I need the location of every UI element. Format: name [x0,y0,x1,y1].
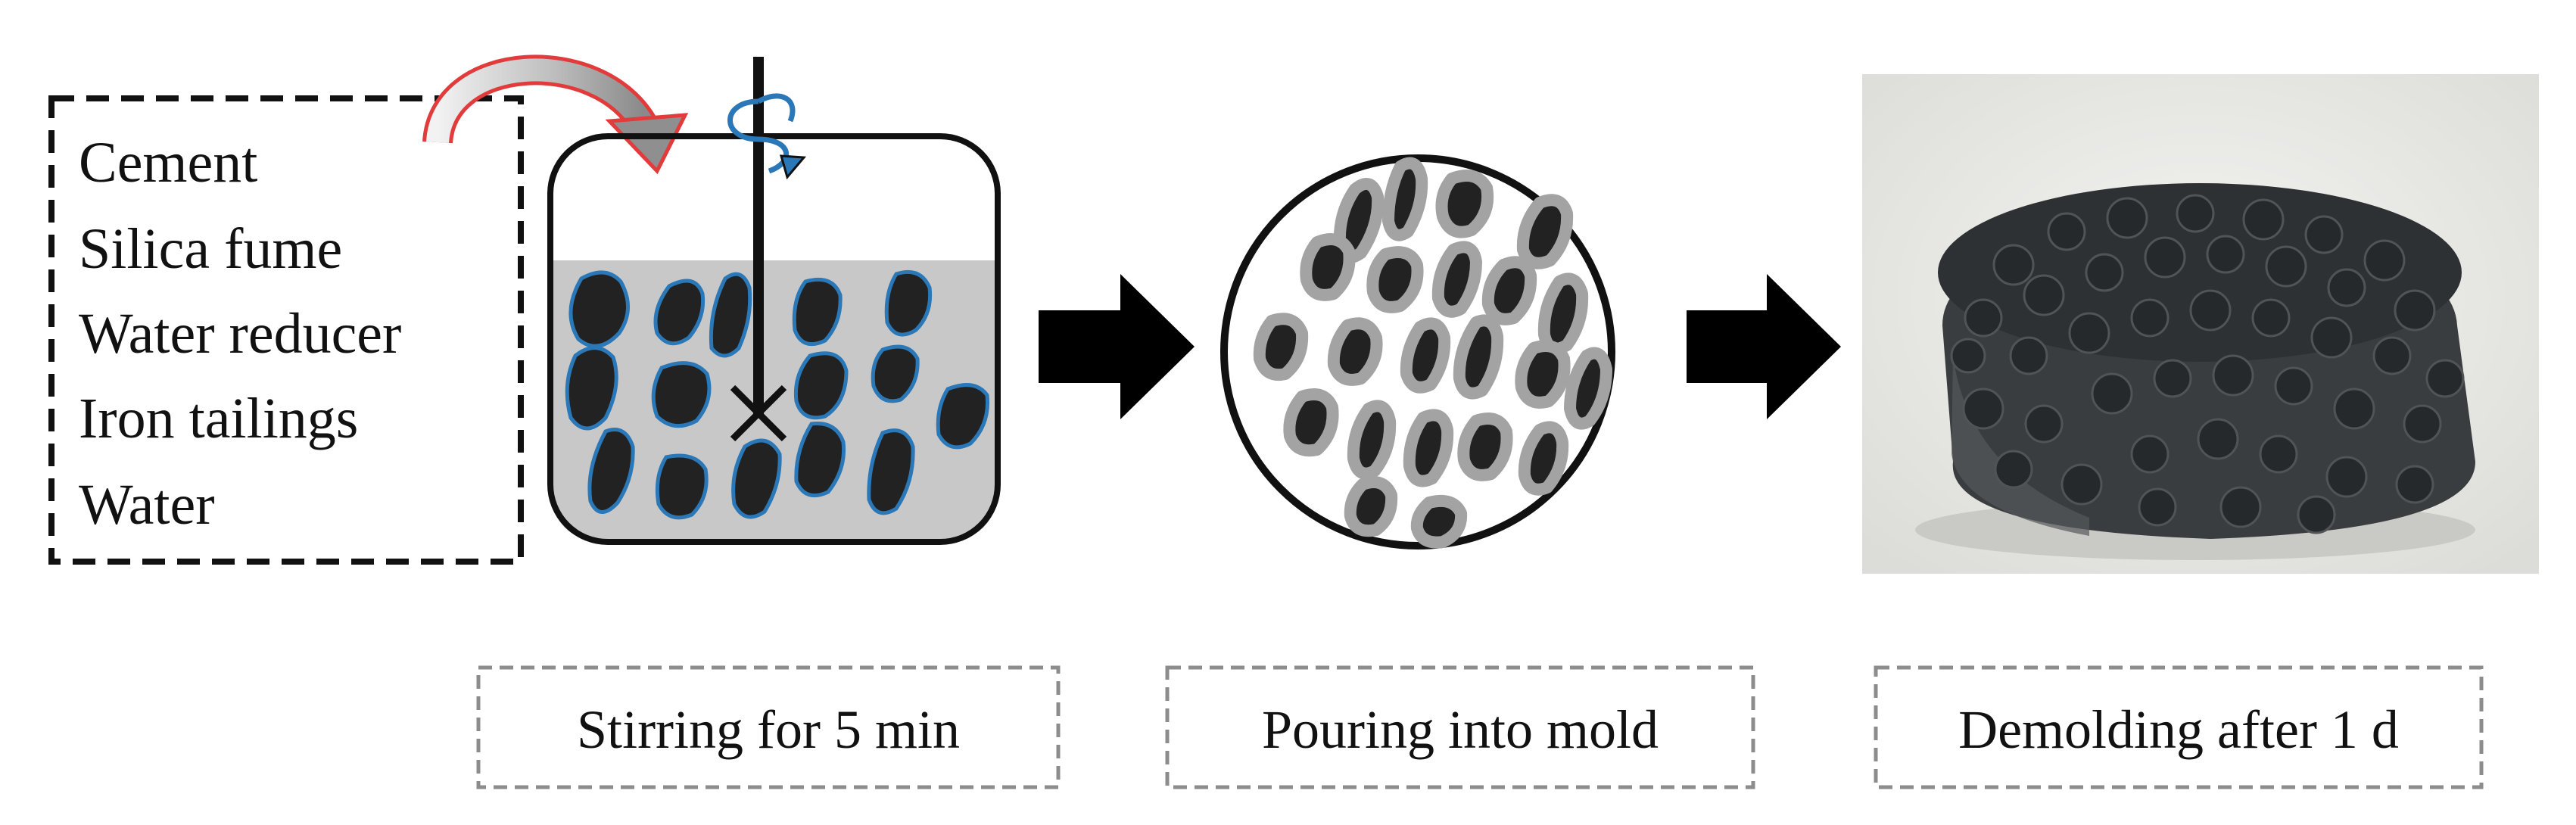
mold-circle [1220,154,1615,549]
mixing-vessel [547,133,1001,545]
materials-box: Cement Silica fume Water reducer Iron ta… [48,95,524,565]
stirrer-icon [730,57,787,442]
sample-texture [1950,194,2465,534]
sample-side-highlight [1951,356,2089,536]
vessel-outline [547,133,1001,545]
caption-demolding-text: Demolding after 1 d [1958,699,2399,760]
coated-aggregates [1253,157,1612,549]
caption-stirring: Stirring for 5 min [476,665,1061,789]
right-arrow-icon [1687,274,1841,419]
material-water: Water [79,473,215,537]
vessel-aggregates [565,269,990,520]
material-cement: Cement [79,131,257,195]
material-iron-tailings: Iron tailings [79,387,358,450]
caption-pouring: Pouring into mold [1165,665,1755,789]
right-arrow-icon [1039,274,1195,419]
sample-photo [1862,74,2539,574]
caption-pouring-text: Pouring into mold [1262,699,1659,760]
caption-stirring-text: Stirring for 5 min [577,699,960,760]
material-water-reducer: Water reducer [79,302,401,366]
curved-arrow-icon [422,54,689,175]
material-silica-fume: Silica fume [79,217,342,281]
rotation-arrow-icon [727,93,807,180]
caption-demolding: Demolding after 1 d [1874,665,2484,789]
